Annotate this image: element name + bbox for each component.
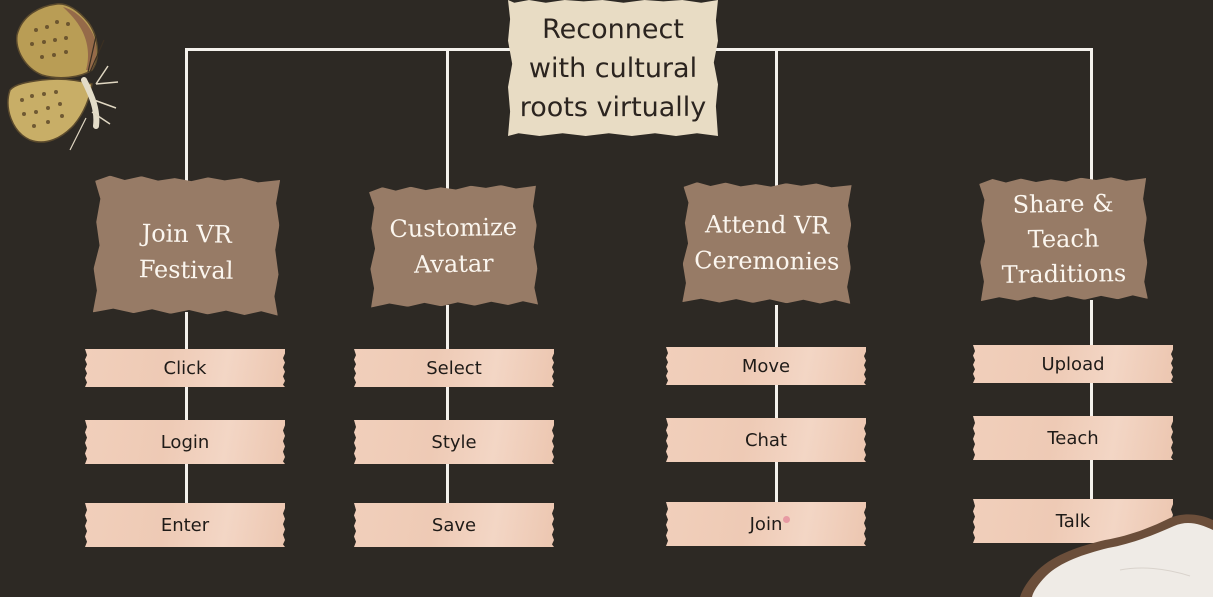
pink-dot <box>783 516 790 523</box>
branch-line: Ceremonies <box>694 246 840 276</box>
connector-steps-2 <box>446 305 449 510</box>
branch-node-join-vr-festival: Join VR Festival <box>93 175 280 315</box>
step-card: Save <box>354 503 554 547</box>
step-card: Select <box>354 349 554 387</box>
step-card: Chat <box>666 418 866 462</box>
branch-line: Join VR <box>141 218 233 249</box>
connector-branch-4 <box>1090 48 1093 183</box>
step-card: Teach <box>973 416 1173 460</box>
butterfly-icon <box>7 3 119 151</box>
branch-line: Share & <box>1012 188 1114 219</box>
step-card: Upload <box>973 345 1173 383</box>
branch-node-customize-avatar: Customize Avatar <box>369 185 538 308</box>
step-card: Join <box>666 502 866 546</box>
branch-node-share-teach-traditions: Share & Teach Traditions <box>979 177 1148 301</box>
connector-steps-1 <box>185 312 188 512</box>
butterfly-lower-wing <box>7 78 93 143</box>
root-node: Reconnect with cultural roots virtually <box>508 0 718 136</box>
root-line: roots virtually <box>519 91 707 123</box>
root-line: with cultural <box>528 52 698 84</box>
connector-steps-4 <box>1090 300 1093 505</box>
branch-line: Festival <box>138 254 234 285</box>
step-card: Style <box>354 420 554 464</box>
branch-line: Attend VR <box>704 210 830 240</box>
root-line: Reconnect <box>542 13 684 45</box>
branch-line: Avatar <box>413 249 494 279</box>
connector-branch-2 <box>446 48 449 193</box>
torn-paper-corner <box>1020 514 1213 597</box>
step-card: Login <box>85 420 285 464</box>
branch-node-attend-vr-ceremonies: Attend VR Ceremonies <box>682 182 851 304</box>
branch-line: Traditions <box>1001 258 1127 289</box>
branch-line: Teach <box>1027 224 1100 253</box>
butterfly-spots <box>20 20 70 128</box>
connector-branch-1 <box>185 48 188 183</box>
butterfly-upper-wing <box>16 3 99 79</box>
step-card: Move <box>666 347 866 385</box>
step-card: Enter <box>85 503 285 547</box>
connector-branch-3 <box>775 48 778 188</box>
connector-steps-3 <box>775 305 778 510</box>
branch-line: Customize <box>389 212 518 244</box>
root-label: Reconnect with cultural roots virtually <box>515 10 711 127</box>
step-card: Click <box>85 349 285 387</box>
